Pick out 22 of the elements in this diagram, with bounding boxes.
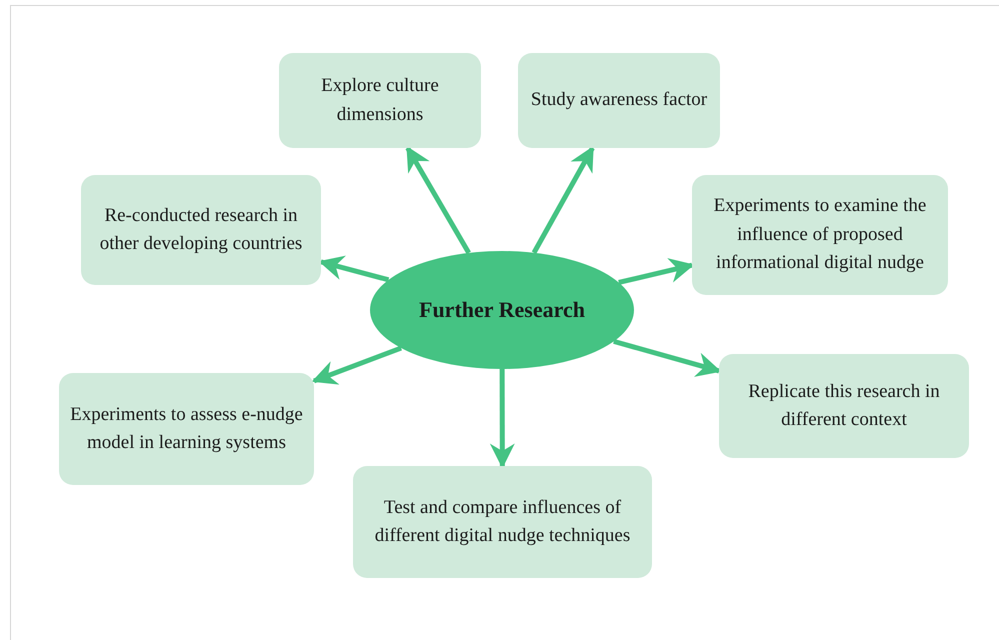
node-text: Further Research	[419, 297, 585, 323]
arrow	[406, 146, 471, 254]
node-text: Replicate this research in different context	[747, 380, 941, 432]
arrow	[532, 146, 595, 254]
topic-box	[59, 373, 314, 485]
arrow	[318, 256, 390, 282]
node-text: Test and compare influences of different digital nudge techniques	[374, 496, 632, 548]
node-text: Re-conducted research in other developing countries	[98, 204, 304, 256]
node-text: Study awareness factor	[530, 88, 708, 112]
arrow	[613, 338, 722, 377]
topic-box	[692, 175, 948, 295]
arrow	[490, 369, 515, 468]
topic-box	[719, 354, 969, 458]
topic-box	[353, 466, 652, 578]
node-text: Explore culture dimensions	[320, 74, 440, 126]
topic-box	[518, 53, 720, 148]
topic-box	[81, 175, 321, 285]
arrow	[312, 346, 402, 385]
arrow	[618, 258, 694, 285]
topic-box	[279, 53, 481, 148]
node-text: Experiments to examine the influence of proposed informational digital nudge	[712, 194, 928, 276]
node-text: Experiments to assess e-nudge model in learning systems	[69, 402, 304, 455]
